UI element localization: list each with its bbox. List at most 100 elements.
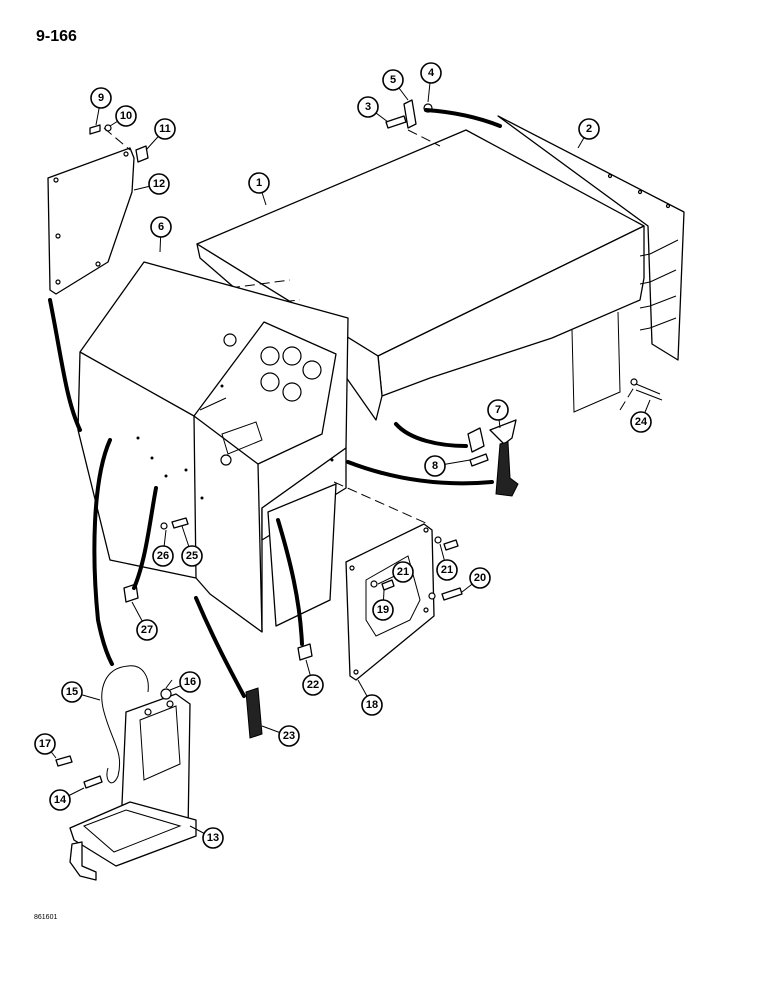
callout-circle [49,789,71,811]
callout-17: 17 [34,733,57,759]
callout-19: 19 [372,589,394,621]
callout-circle [361,694,383,716]
callout-circle [136,619,158,641]
callout-21: 21 [377,561,414,585]
callout-label: 12 [153,178,165,190]
callout-label: 18 [366,699,378,711]
callout-label: 20 [474,572,486,584]
callout-circle [420,62,442,84]
callout-13: 13 [189,825,224,849]
hardware-9-10-11 [89,124,149,163]
callout-3: 3 [357,96,389,123]
bolts [160,517,463,601]
callout-label: 7 [495,404,501,416]
callout-24: 24 [630,399,652,433]
callout-circle [302,674,324,696]
callout-label: 25 [186,550,198,562]
callout-circle [152,545,174,567]
strap-23 [245,687,263,739]
callout-7: 7 [487,399,509,429]
callout-15: 15 [61,681,101,703]
callout-label: 10 [120,110,132,122]
callout-circle [630,411,652,433]
grille-panel-2 [497,115,685,361]
callout-circle [90,87,112,109]
callout-label: 6 [158,221,164,233]
callout-label: 11 [159,123,171,135]
callout-label: 13 [207,832,219,844]
callout-20: 20 [461,567,491,593]
callout-label: 26 [157,550,169,562]
callout-circle [248,172,270,194]
callout-circle [148,173,170,195]
callout-circle [382,69,404,91]
callout-circle [278,725,300,747]
callout-22: 22 [302,659,324,696]
callout-circle [34,733,56,755]
callout-label: 24 [635,416,648,428]
callout-circle [578,118,600,140]
hood-1 [196,129,645,421]
callout-label: 1 [256,177,262,189]
callout-circle [392,561,414,583]
callout-circle [487,399,509,421]
callout-26: 26 [152,529,174,567]
latch-7-8 [467,419,519,497]
callout-circle [115,105,137,127]
callout-8: 8 [424,455,471,477]
page-number: 9-166 [36,28,77,45]
callout-label: 5 [390,74,396,86]
side-panel-12 [47,147,135,295]
battery-tray-13 [69,693,197,881]
callout-circle [469,567,491,589]
callout-label: 27 [141,624,153,636]
hardware-14-16-17 [55,679,173,789]
callout-label: 22 [307,679,319,691]
callout-label: 14 [54,794,67,806]
callout-25: 25 [181,525,203,567]
callout-16: 16 [169,671,201,693]
callout-label: 9 [98,92,104,104]
callout-label: 15 [66,686,78,698]
callout-12: 12 [133,173,170,195]
assembly-line [48,298,82,432]
callout-circle [181,545,203,567]
callout-circle [179,671,201,693]
figure-code: 861601 [34,914,58,921]
callout-label: 17 [39,738,51,750]
callout-label: 21 [441,564,453,576]
callout-27: 27 [131,601,158,641]
callout-9: 9 [90,87,112,126]
callout-10: 10 [109,105,137,127]
callout-18: 18 [357,679,383,716]
callout-21: 21 [436,543,458,581]
callout-5: 5 [382,69,409,101]
callout-circle [150,216,172,238]
callout-11: 11 [145,118,176,151]
callout-label: 2 [586,123,592,135]
pins-24 [630,378,663,401]
console-housing-6 [77,261,349,633]
callout-14: 14 [49,787,85,811]
callout-circle [424,455,446,477]
callout-label: 3 [365,101,371,113]
callout-label: 8 [432,460,438,472]
callout-6: 6 [150,216,172,253]
callout-2: 2 [577,118,600,149]
cable-15 [101,665,129,784]
callout-label: 16 [184,676,196,688]
callout-label: 23 [283,730,295,742]
callout-1: 1 [248,172,270,206]
callout-circle [154,118,176,140]
callout-4: 4 [420,62,442,103]
hinge-3-4-5 [385,99,433,129]
callout-circle [372,599,394,621]
callout-label: 21 [397,566,409,578]
callout-circle [202,827,224,849]
callout-23: 23 [261,725,300,747]
callout-circle [436,559,458,581]
callout-label: 4 [428,67,435,79]
callout-circle [61,681,83,703]
